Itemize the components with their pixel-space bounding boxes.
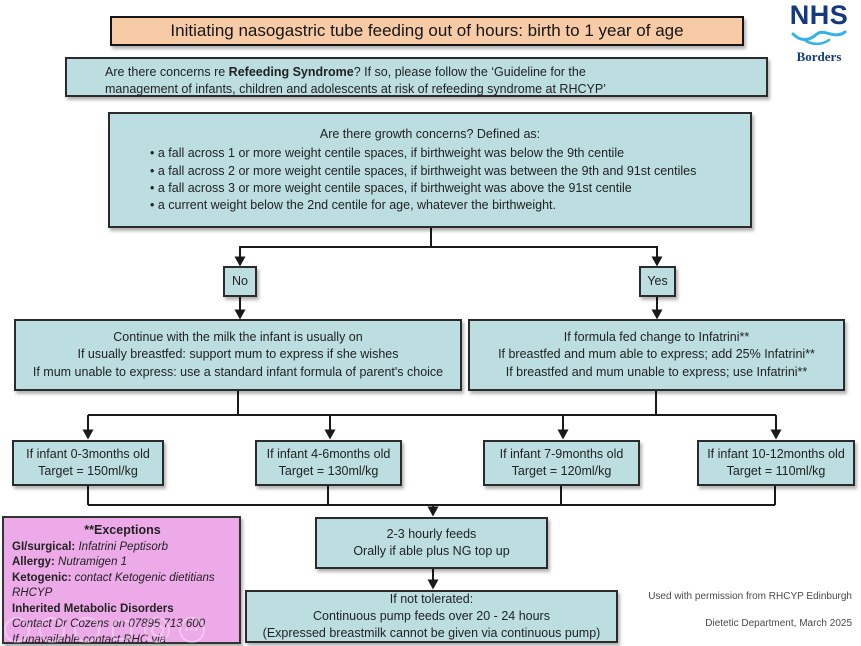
growth-bullet-3: • a fall across 3 or more weight centile… [150, 180, 632, 195]
page-title-text: Initiating nasogastric tube feeding out … [170, 21, 684, 41]
ghost-viewer-toolbar: ••• [4, 615, 236, 645]
no-branch-box: Continue with the milk the infant is usu… [14, 319, 462, 391]
refeeding-line1: Are there concerns re Refeeding Syndrome… [105, 65, 586, 79]
growth-bullet-2: • a fall across 2 or more weight centile… [150, 163, 697, 178]
exceptions-imd: Inherited Metabolic Disorders [12, 602, 174, 615]
nhs-logo-text: NHS [789, 0, 849, 30]
credit-department: Dietetic Department, March 2025 [705, 618, 852, 629]
ghost-button-3[interactable] [74, 617, 100, 643]
growth-bullet-1: • a fall across 1 or more weight centile… [150, 146, 625, 161]
age-box-10-12-months: If infant 10-12months old Target = 110ml… [697, 440, 855, 486]
credit-permission: Used with permission from RHCYP Edinburg… [648, 591, 852, 602]
age-box-4-6-months: If infant 4-6months old Target = 130ml/k… [255, 440, 402, 486]
ghost-button-2[interactable] [39, 617, 65, 643]
nhs-borders-logo: NHS Borders [781, 0, 857, 64]
age-box-0-3-months: If infant 0-3months old Target = 150ml/k… [12, 440, 164, 486]
decision-yes-box: Yes [639, 266, 676, 297]
refeeding-syndrome-box: Are there concerns re Refeeding Syndrome… [65, 57, 768, 97]
page-title: Initiating nasogastric tube feeding out … [110, 16, 744, 46]
nhs-wave-icon [791, 30, 847, 46]
exceptions-title: **Exceptions [84, 523, 161, 537]
ghost-button-1[interactable] [4, 617, 30, 643]
yes-branch-box: If formula fed change to Infatrini** If … [468, 319, 845, 391]
growth-bullet-4: • a current weight below the 2nd centile… [150, 198, 556, 212]
decision-no-box: No [223, 266, 257, 297]
refeeding-line2: management of infants, children and adol… [105, 82, 606, 97]
save-icon[interactable] [112, 620, 132, 640]
more-options-icon[interactable]: ••• [179, 617, 205, 643]
exceptions-ketogenic: Ketogenic: contact Ketogenic dietitians … [12, 571, 215, 600]
nhs-org-text: Borders [796, 49, 842, 64]
not-tolerated-box: If not tolerated: Continuous pump feeds … [245, 590, 618, 643]
growth-heading: Are there growth concerns? Defined as: [319, 127, 541, 141]
search-icon[interactable] [144, 617, 170, 643]
exceptions-gi: GI/surgical: Infatrini Peptisorb [12, 540, 168, 553]
hourly-feeds-box: 2-3 hourly feeds Orally if able plus NG … [315, 517, 548, 569]
growth-concerns-box: Are there growth concerns? Defined as: •… [108, 112, 752, 228]
age-box-7-9-months: If infant 7-9months old Target = 120ml/k… [483, 440, 640, 486]
exceptions-allergy: Allergy: Nutramigen 1 [12, 556, 128, 568]
